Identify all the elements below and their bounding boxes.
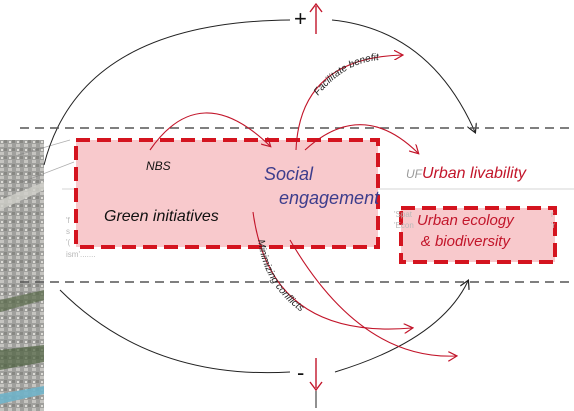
upper-arc-right xyxy=(331,19,475,132)
faint-text-left-1: 'f xyxy=(66,216,70,225)
lower-arc-left xyxy=(59,289,291,374)
faint-text-right-2: 'Econ xyxy=(394,221,414,230)
social-line-1: Social xyxy=(264,164,314,184)
minus-sign: - xyxy=(297,360,305,385)
faint-text-left-2: s xyxy=(66,227,70,236)
uf-prefix-label: UF xyxy=(406,167,422,181)
down-arrow-icon xyxy=(309,358,323,392)
faint-text-left-4: ism'....... xyxy=(66,250,96,259)
urban-ecology-box xyxy=(399,206,557,264)
faint-text-right-1: 'Spat xyxy=(394,210,412,219)
urban-livability-label: Urban livability xyxy=(422,165,527,182)
social-engagement-label: Social engagement xyxy=(264,162,379,210)
ecology-line-2: & biodiversity xyxy=(420,233,510,250)
green-initiatives-label: Green initiatives xyxy=(104,208,219,225)
sketch-line xyxy=(17,139,75,183)
plus-sign: + xyxy=(294,6,307,31)
lower-arc-right xyxy=(334,281,468,373)
green-social-box xyxy=(74,138,380,249)
ecology-line-1: Urban ecology xyxy=(417,212,514,229)
faint-text-left-3: '( xyxy=(66,238,71,247)
faint-text-right-4: 'r xyxy=(551,221,556,230)
aerial-city-photo xyxy=(0,140,44,411)
up-arrow-icon xyxy=(309,2,323,34)
faint-text-right-3: r xyxy=(551,210,554,219)
red-arc-to-livability xyxy=(304,124,418,153)
red-arc-facilitate-benefits xyxy=(295,55,402,151)
red-arc-minimizing-conflicts xyxy=(252,211,412,329)
urban-ecology-label: Urban ecology & biodiversity xyxy=(417,210,514,252)
red-arc-nbs-to-social xyxy=(149,112,270,151)
social-line-2: engagement xyxy=(279,188,380,208)
upper-arc-left xyxy=(43,19,291,166)
minimizing-conflicts-label: Minimizing conflicts xyxy=(255,239,306,314)
red-arc-lower xyxy=(289,239,456,356)
facilitate-benefits-label: Facilitate benefits xyxy=(0,0,380,98)
nbs-label: NBS xyxy=(146,159,171,173)
